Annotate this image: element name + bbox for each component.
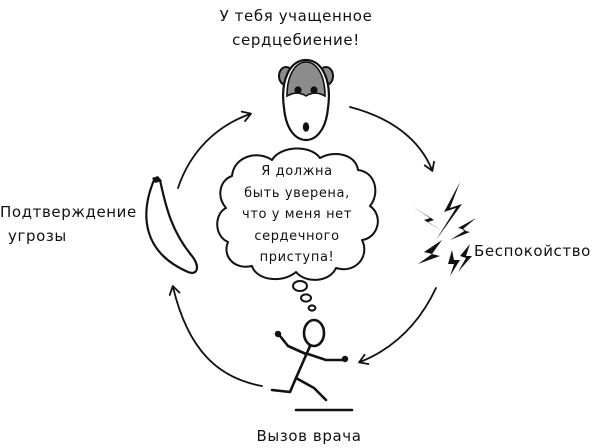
arrow-confirmation-to-heartbeat [177, 110, 252, 189]
thought-cloud [216, 147, 379, 312]
label-doctor-call: Вызов врача [256, 427, 362, 445]
thought-bubble-text: Я должна быть уверена, что у меня нет се… [222, 161, 372, 269]
label-threat-line-2: угрозы [8, 227, 67, 245]
label-heartbeat: У тебя учащенное сердцебиение! [196, 4, 396, 52]
lightning-bolts-icon [412, 182, 476, 276]
thought-line-1: Я должна [261, 164, 333, 179]
label-threat-line-1: Подтверждение [0, 203, 137, 221]
arrow-heartbeat-to-anxiety [349, 106, 435, 172]
thought-line-5: приступа! [259, 250, 335, 265]
label-heartbeat-line-1: У тебя учащенное [219, 7, 373, 25]
thought-line-2: быть уверена, [244, 185, 350, 201]
label-threat-confirmation: Подтверждение угрозы [0, 200, 140, 248]
arrow-doctor-to-confirmation [168, 285, 263, 387]
monkey-head-icon [278, 58, 334, 142]
running-figure-icon [270, 318, 354, 412]
arrow-anxiety-to-doctor [358, 287, 437, 365]
label-anxiety: Беспокойство [474, 242, 591, 260]
banana-icon [145, 176, 198, 274]
thought-line-3: что у меня нет [242, 207, 352, 222]
label-heartbeat-line-2: сердцебиение! [232, 31, 360, 49]
thought-line-4: сердечного [254, 228, 340, 244]
